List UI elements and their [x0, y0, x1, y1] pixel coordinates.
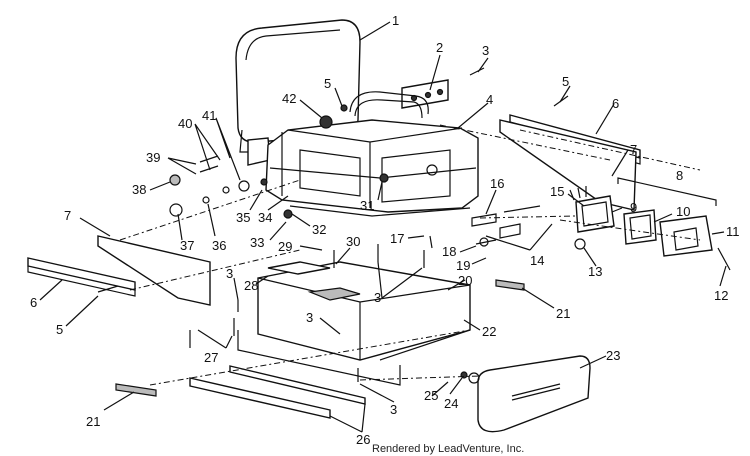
label-34: 34 [258, 210, 272, 225]
label-40: 40 [178, 116, 192, 131]
side-panel-right [499, 119, 637, 211]
label-15: 15 [550, 184, 564, 199]
label-19: 19 [456, 258, 470, 273]
label-2: 2 [436, 40, 443, 55]
tail-light-assembly [569, 186, 713, 257]
label-36: 36 [212, 238, 226, 253]
battery-box [237, 261, 471, 386]
label-35: 35 [236, 210, 250, 225]
bottom-rail [189, 365, 366, 419]
label-1: 1 [392, 13, 399, 28]
label-32: 32 [312, 222, 326, 237]
label-38: 38 [132, 182, 146, 197]
label-3: 3 [226, 266, 233, 281]
label-6: 6 [30, 295, 37, 310]
label-11: 11 [726, 224, 740, 239]
render-credit: Rendered by LeadVenture, Inc. [372, 443, 524, 455]
label-13: 13 [588, 264, 602, 279]
leader-lines [39, 21, 727, 433]
side-rail-left [27, 257, 136, 297]
label-22: 22 [482, 324, 496, 339]
label-25: 25 [424, 388, 438, 403]
label-27: 27 [204, 350, 218, 365]
label-5: 5 [324, 76, 331, 91]
seat-back [235, 19, 361, 166]
skid-plate [477, 355, 591, 433]
label-6: 6 [612, 96, 619, 111]
label-5: 5 [562, 74, 569, 89]
label-16: 16 [490, 176, 504, 191]
label-24: 24 [444, 396, 458, 411]
alignment-lines [119, 124, 701, 386]
label-10: 10 [676, 204, 690, 219]
label-37: 37 [180, 238, 194, 253]
label-41: 41 [202, 108, 216, 123]
label-20: 20 [458, 273, 472, 288]
label-17: 17 [390, 231, 404, 246]
label-29: 29 [278, 239, 292, 254]
label-5: 5 [56, 322, 63, 337]
hanger-bracket [401, 79, 449, 109]
label-18: 18 [442, 244, 456, 259]
label-14: 14 [530, 253, 544, 268]
seat-frame [265, 91, 479, 217]
label-21: 21 [86, 414, 100, 429]
label-3: 3 [482, 43, 489, 58]
label-7: 7 [630, 142, 637, 157]
label-3: 3 [374, 290, 381, 305]
label-33: 33 [250, 235, 264, 250]
label-3: 3 [306, 310, 313, 325]
label-28: 28 [244, 278, 258, 293]
label-8: 8 [676, 168, 683, 183]
label-12: 12 [714, 288, 728, 303]
label-7: 7 [64, 208, 71, 223]
label-4: 4 [486, 92, 493, 107]
label-21: 21 [556, 306, 570, 321]
label-30: 30 [346, 234, 360, 249]
label-23: 23 [606, 348, 620, 363]
label-31: 31 [360, 198, 374, 213]
label-9: 9 [630, 200, 637, 215]
label-39: 39 [146, 150, 160, 165]
callout-labels: 1 2 3 4 5 5 5 6 6 7 7 8 9 10 11 12 13 14… [30, 13, 740, 447]
side-panel-left [97, 235, 211, 306]
label-3: 3 [390, 402, 397, 417]
label-42: 42 [282, 91, 296, 106]
label-26: 26 [356, 432, 370, 447]
